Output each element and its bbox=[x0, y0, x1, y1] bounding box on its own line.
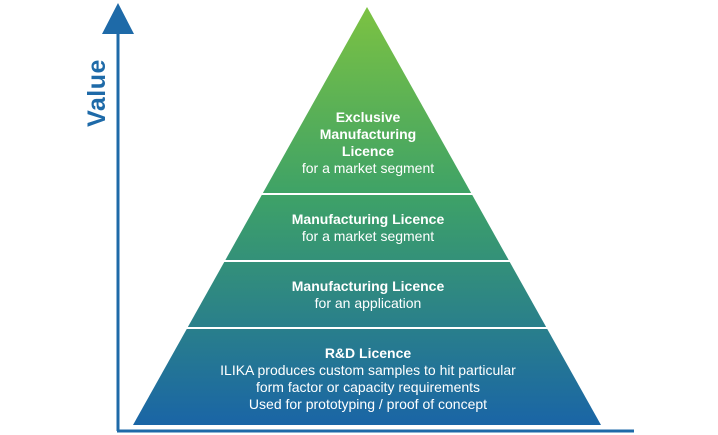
tier-title: Manufacturing Licence bbox=[291, 278, 445, 294]
tier-description: for a market segment bbox=[301, 160, 435, 176]
tier-description: for an application bbox=[314, 295, 422, 311]
tier-title: R&D Licence bbox=[324, 345, 412, 361]
value-axis-arrowhead-icon bbox=[102, 3, 134, 34]
tier-rd-licence: R&D Licence ILIKA produces custom sample… bbox=[178, 345, 558, 413]
tier-manufacturing-market-segment: Manufacturing Licence for a market segme… bbox=[248, 211, 488, 245]
tier-description: form factor or capacity requirements bbox=[255, 379, 481, 395]
tier-title: Exclusive Manufacturing Licence bbox=[319, 109, 417, 159]
value-axis-label: Value bbox=[83, 59, 111, 127]
tier-manufacturing-application: Manufacturing Licence for an application bbox=[248, 278, 488, 312]
tier-description: for a market segment bbox=[301, 228, 435, 244]
tier-description: Used for prototyping / proof of concept bbox=[248, 396, 488, 412]
pyramid-shape bbox=[133, 7, 601, 425]
tier-exclusive-manufacturing: Exclusive Manufacturing Licence for a ma… bbox=[268, 109, 468, 177]
tier-title: Manufacturing Licence bbox=[291, 211, 445, 227]
tier-description: ILIKA produces custom samples to hit par… bbox=[220, 362, 516, 378]
